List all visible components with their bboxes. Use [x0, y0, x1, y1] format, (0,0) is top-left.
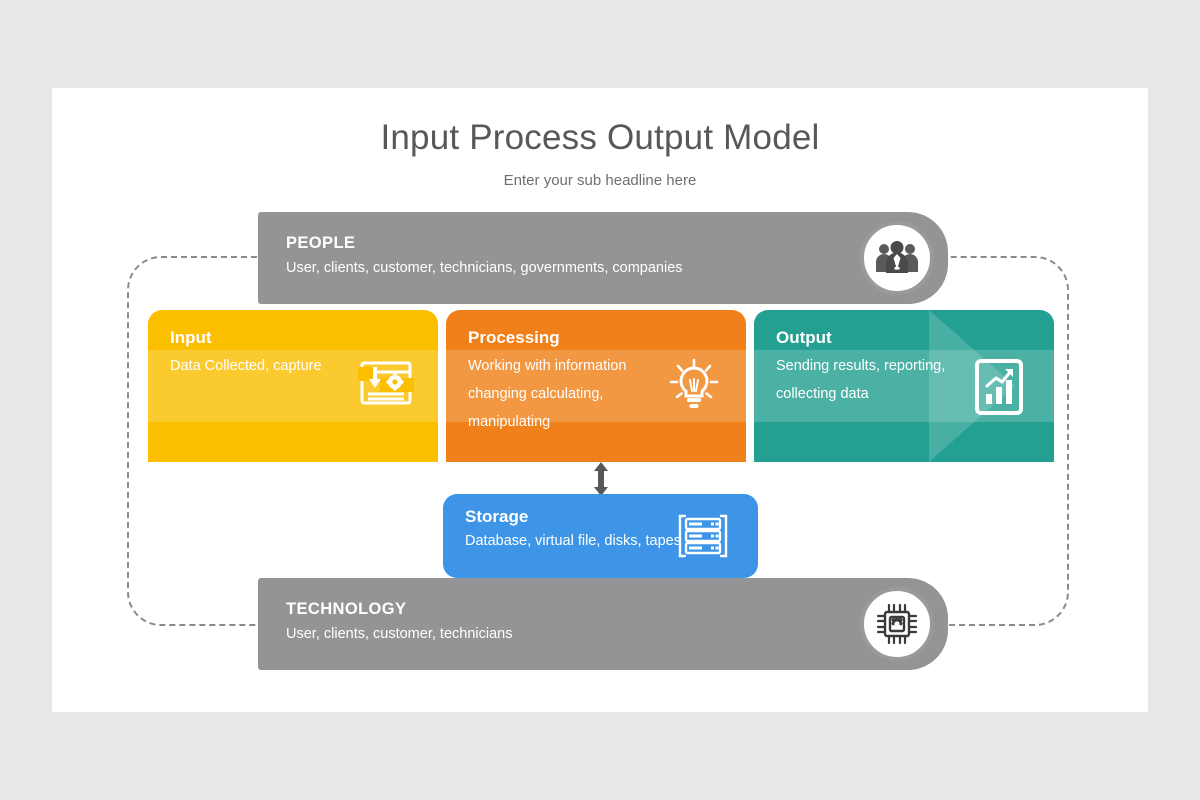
banner-people-subtitle: User, clients, customer, technicians, go… [286, 260, 683, 276]
output-chevron-shape [929, 310, 1015, 462]
banner-people-title: PEOPLE [286, 234, 356, 252]
card-input[interactable]: Input Data Collected, capture [148, 310, 438, 462]
people-badge [860, 221, 934, 295]
banner-technology-subtitle: User, clients, customer, technicians [286, 626, 513, 642]
microchip-gear-icon [874, 601, 920, 647]
technology-badge [860, 587, 934, 661]
card-storage-title: Storage [465, 507, 529, 526]
page-title: Input Process Output Model [380, 118, 820, 157]
card-storage[interactable]: Storage Database, virtual file, disks, t… [443, 494, 758, 578]
banner-technology[interactable]: TECHNOLOGY User, clients, customer, tech… [258, 578, 948, 670]
card-output-body: Sending results, reporting, collecting d… [776, 358, 946, 402]
card-storage-body: Database, virtual file, disks, tapes [465, 533, 681, 549]
card-input-body: Data Collected, capture [170, 358, 322, 374]
banner-technology-title: TECHNOLOGY [286, 600, 407, 618]
server-rack-icon [678, 512, 728, 560]
lightbulb-icon [666, 358, 722, 414]
card-processing-title: Processing [468, 328, 560, 347]
bar-chart-document-icon [974, 358, 1030, 415]
card-output-title: Output [776, 328, 832, 347]
people-group-icon [875, 240, 919, 276]
page-subtitle: Enter your sub headline here [503, 172, 697, 189]
card-processing-body: Working with information changing calcul… [468, 358, 627, 430]
slide-canvas: Input Process Output Model Enter your su… [52, 88, 1148, 712]
banner-people[interactable]: PEOPLE User, clients, customer, technici… [258, 212, 948, 304]
double-vertical-arrow-icon [590, 462, 612, 496]
card-processing[interactable]: Processing Working with information chan… [446, 310, 746, 462]
card-output[interactable]: Output Sending results, reporting, colle… [754, 310, 1054, 462]
card-input-title: Input [170, 328, 212, 347]
window-download-gear-icon [358, 358, 414, 414]
